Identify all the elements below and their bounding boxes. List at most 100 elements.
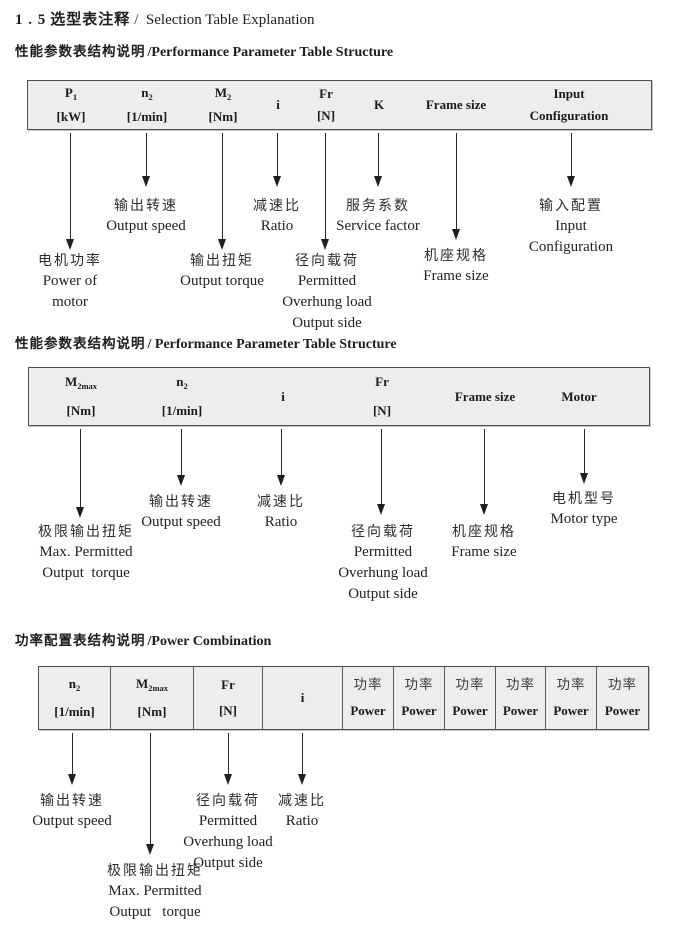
arrow-head-icon — [142, 176, 150, 187]
col-unit: Configuration — [529, 107, 609, 123]
callout-zh: 减速比 — [257, 494, 305, 510]
callout-en: Power of — [42, 273, 98, 289]
table1-col-frame-size: Frame size — [426, 81, 486, 129]
callout-zh: 输出转速 — [39, 793, 104, 809]
table2-col-fr: Fr[N] — [373, 368, 391, 425]
col-symbol: Input — [553, 86, 585, 102]
callout-frame-size: 机座规格 Frame size — [451, 522, 516, 563]
callout-motor-type: 电机型号 Motor type — [550, 489, 617, 530]
callout-en: Max. Permitted — [108, 883, 202, 899]
arrow-head-icon — [66, 239, 74, 250]
callout-en: Output torque — [109, 904, 201, 920]
power-en: Power — [401, 703, 437, 718]
callout-en: Output side — [348, 586, 418, 602]
power-en: Power — [553, 703, 589, 718]
col-symbol: M2 — [214, 85, 232, 102]
col-unit: [N] — [316, 107, 336, 123]
power-zh: 功率 — [353, 677, 383, 693]
col-symbol: M2max — [64, 374, 98, 391]
callout-en: Overhung load — [183, 834, 273, 850]
table3-col-i: i — [263, 667, 343, 729]
power-en: Power — [350, 703, 386, 718]
arrow-head-icon — [76, 507, 84, 518]
arrow-head-icon — [374, 176, 382, 187]
arrow-shaft — [380, 429, 382, 504]
table3-col-fr: Fr[N] — [194, 667, 263, 729]
callout-en: Output side — [292, 315, 362, 331]
callout-en: Output torque — [42, 565, 130, 581]
col-unit: [Nm] — [66, 403, 96, 418]
table1-col-p1: P1 [kW] — [57, 81, 86, 129]
section1-heading: 性能参数表结构说明/Performance Parameter Table St… — [15, 40, 393, 61]
power-zh: 功率 — [455, 677, 485, 693]
callout-en: Input — [555, 218, 587, 234]
callout-en: Output torque — [180, 273, 264, 289]
arrow-shaft — [145, 133, 147, 176]
power-en: Power — [604, 703, 641, 718]
col-symbol: n2 — [176, 374, 188, 391]
arrow-head-icon — [68, 774, 76, 785]
arrow-shaft — [79, 429, 81, 507]
callout-zh: 服务系数 — [345, 198, 410, 214]
callout-zh: 输出扭矩 — [190, 253, 254, 269]
callout-zh: 电机功率 — [38, 253, 102, 269]
table2-col-frame-size: Frame size — [455, 368, 515, 425]
col-symbol: Motor — [561, 388, 597, 404]
table1-header-row: P1[kW] n2[1/min] M2[Nm] i Fr[N] K Frame … — [27, 80, 652, 130]
table2-col-motor: Motor — [561, 368, 596, 425]
col-unit: [N] — [218, 703, 238, 718]
callout-zh: 电机型号 — [551, 491, 616, 507]
arrow-head-icon — [321, 239, 329, 250]
callout-zh: 极限输出扭矩 — [107, 863, 203, 879]
power-en: Power — [452, 703, 488, 718]
callout-zh: 输出转速 — [148, 494, 213, 510]
callout-en: Frame size — [423, 268, 489, 284]
callout-zh: 径向载荷 — [351, 524, 415, 540]
col-symbol: i — [300, 690, 305, 705]
table3-col-power-5: 功率 Power — [546, 667, 597, 729]
callout-zh: 机座规格 — [451, 524, 516, 540]
col-symbol: P1 — [64, 85, 78, 102]
table1-col-i: i — [276, 81, 280, 129]
col-unit: [kW] — [56, 109, 86, 124]
callout-zh: 径向载荷 — [196, 793, 260, 809]
arrow-shaft — [483, 429, 485, 504]
col-symbol: i — [276, 97, 280, 112]
col-symbol: Fr — [375, 374, 389, 389]
col-unit: [1/min] — [126, 109, 168, 124]
callout-en: Frame size — [451, 544, 517, 560]
arrow-shaft — [227, 733, 229, 774]
arrow-head-icon — [452, 229, 460, 240]
callout-en: Max. Permitted — [39, 544, 133, 560]
section2-heading-en: / Performance Parameter Table Structure — [147, 337, 397, 352]
section2-heading-zh: 性能参数表结构说明 — [15, 336, 146, 352]
callout-zh: 减速比 — [253, 198, 301, 214]
arrow-head-icon — [567, 176, 575, 187]
callout-en: Motor type — [550, 511, 618, 527]
callout-zh: 输入配置 — [539, 198, 603, 214]
callout-en: Overhung load — [338, 565, 428, 581]
callout-zh: 机座规格 — [423, 248, 488, 264]
col-symbol: K — [373, 97, 385, 112]
arrow-head-icon — [377, 504, 385, 515]
callout-zh: 输出转速 — [113, 198, 178, 214]
section2-heading: 性能参数表结构说明/ Performance Parameter Table S… — [15, 332, 397, 353]
callout-output-torque: 输出扭矩 Output torque — [180, 251, 264, 292]
page-title-zh: 选型表注释 — [50, 10, 131, 28]
callout-en: Ratio — [260, 218, 294, 234]
table2-col-m2max: M2max [Nm] — [65, 368, 97, 425]
callout-en: Output side — [193, 855, 263, 871]
power-zh: 功率 — [556, 677, 586, 693]
